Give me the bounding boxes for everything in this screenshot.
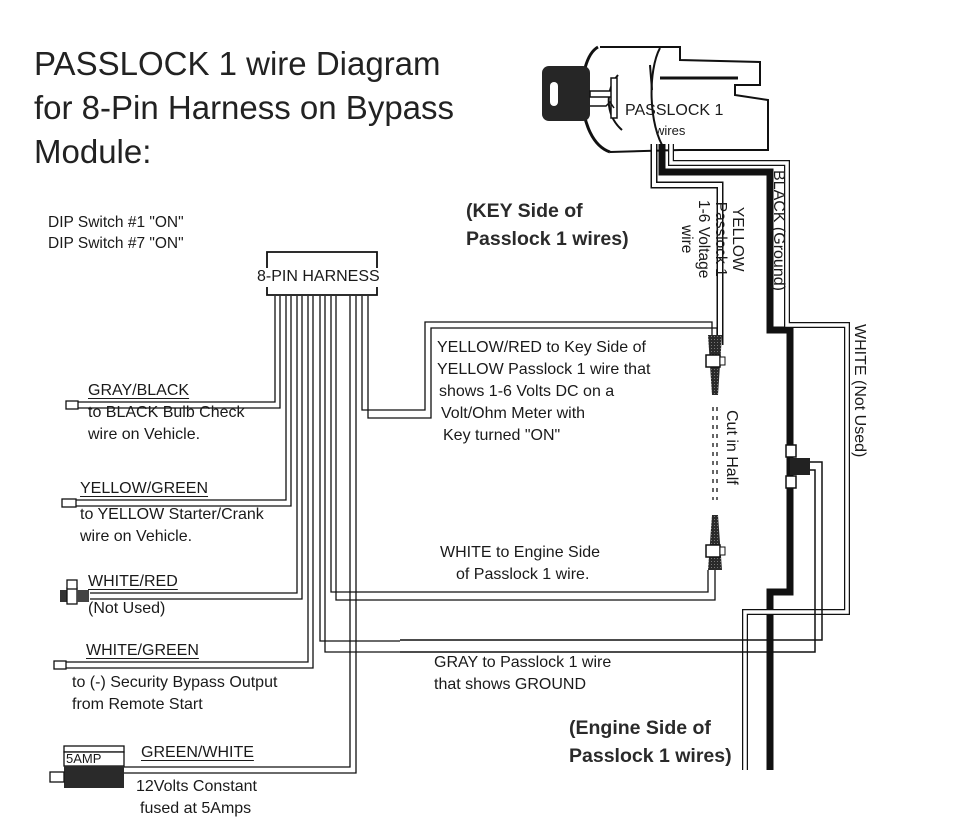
white-green-label: WHITE/GREEN [86,642,199,659]
dip-switch-settings: DIP Switch #1 "ON"DIP Switch #7 "ON" [48,214,184,252]
passlock-label: PASSLOCK 1 [625,102,724,119]
white-red-connector-icon [60,579,89,605]
cut-yellow-wire [705,335,726,570]
gray-black-terminal [65,400,79,410]
white-red-label: WHITE/RED(Not Used) [88,573,178,617]
green-white-label: GREEN/WHITE [141,744,254,761]
key-icon [542,66,618,121]
fuse-holder-icon [49,745,125,788]
ground-tap [400,444,823,653]
black-ground-label: BLACK (Ground) [770,170,787,291]
harness-label: 8-PIN HARNESS [257,268,380,285]
wire-terminals [53,400,79,670]
yellow-green-terminal [61,498,77,508]
harness-connector [266,251,378,296]
cut-in-half-label: Cut in Half [723,410,740,485]
white-not-used-label: WHITE (Not Used) [851,324,868,458]
passlock-wires [650,144,850,770]
fuse-label: 5AMP [66,751,102,766]
white-green-terminal [53,660,67,670]
harness-wire-bundle [58,296,718,774]
wires-label: wires [655,123,686,138]
